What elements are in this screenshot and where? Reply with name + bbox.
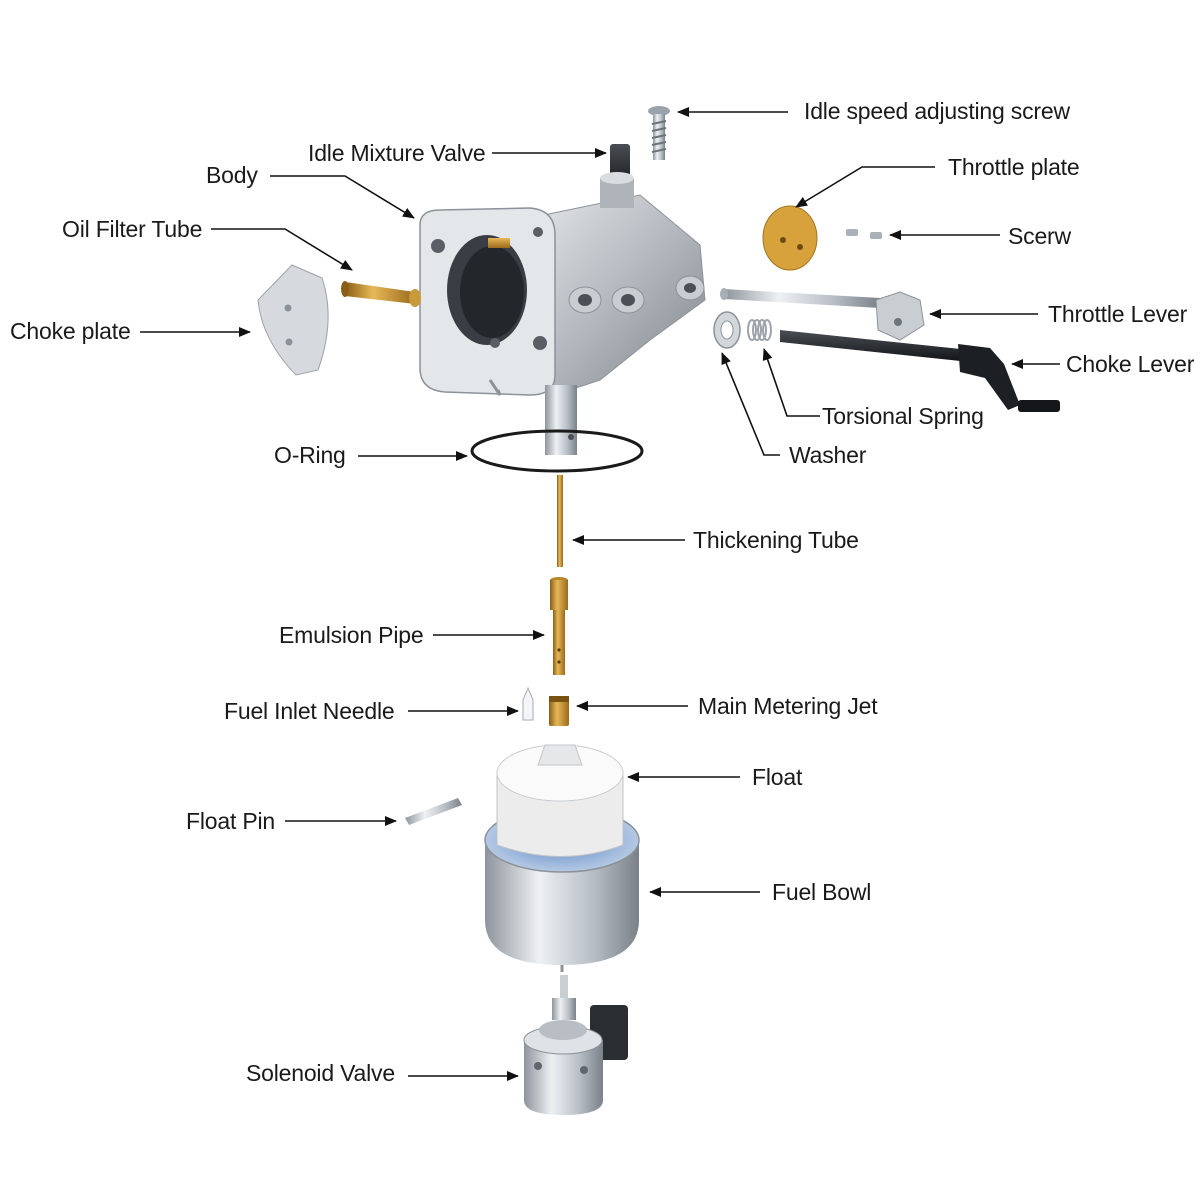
carburetor-body-part xyxy=(419,172,706,455)
label-throttle-plate: Throttle plate xyxy=(948,154,1080,180)
fuel-inlet-needle-part xyxy=(522,686,534,721)
washer-part xyxy=(713,311,741,349)
label-float: Float xyxy=(752,764,803,790)
label-body: Body xyxy=(206,162,258,188)
label-choke-lever: Choke Lever xyxy=(1066,351,1195,377)
label-thickening-tube: Thickening Tube xyxy=(693,527,859,553)
label-throttle-lever: Throttle Lever xyxy=(1048,301,1188,327)
label-main-metering-jet: Main Metering Jet xyxy=(698,693,878,719)
solenoid-valve-part xyxy=(523,975,628,1115)
oil-filter-tube-part xyxy=(341,281,421,307)
label-oil-filter-tube: Oil Filter Tube xyxy=(62,216,203,242)
float-part xyxy=(496,744,624,857)
label-fuel-inlet-needle: Fuel Inlet Needle xyxy=(224,698,395,724)
o-ring-part xyxy=(470,429,644,473)
label-o-ring: O-Ring xyxy=(274,442,346,468)
main-metering-jet-part xyxy=(549,696,569,726)
idle-speed-screw-part xyxy=(648,106,670,160)
label-solenoid-valve: Solenoid Valve xyxy=(246,1060,395,1086)
choke-lever-part xyxy=(780,330,1060,412)
thickening-tube-part xyxy=(557,475,563,567)
label-emulsion-pipe: Emulsion Pipe xyxy=(279,622,424,648)
label-screw: Scerw xyxy=(1008,223,1071,249)
throttle-lever-part xyxy=(720,288,925,341)
label-float-pin: Float Pin xyxy=(186,808,275,834)
label-choke-plate: Choke plate xyxy=(10,318,131,344)
torsional-spring-part xyxy=(747,319,772,341)
label-fuel-bowl: Fuel Bowl xyxy=(772,879,872,905)
label-torsional-spring: Torsional Spring xyxy=(822,403,984,429)
label-washer: Washer xyxy=(789,442,867,468)
float-pin-part xyxy=(405,798,462,825)
screws-part xyxy=(846,229,882,239)
choke-plate-part xyxy=(257,264,329,376)
label-idle-speed-adjusting-screw: Idle speed adjusting screw xyxy=(804,98,1070,124)
leader-lines xyxy=(140,107,1060,1081)
throttle-plate-part xyxy=(762,205,818,271)
label-idle-mixture-valve: Idle Mixture Valve xyxy=(308,140,486,166)
emulsion-pipe-part xyxy=(550,577,568,675)
